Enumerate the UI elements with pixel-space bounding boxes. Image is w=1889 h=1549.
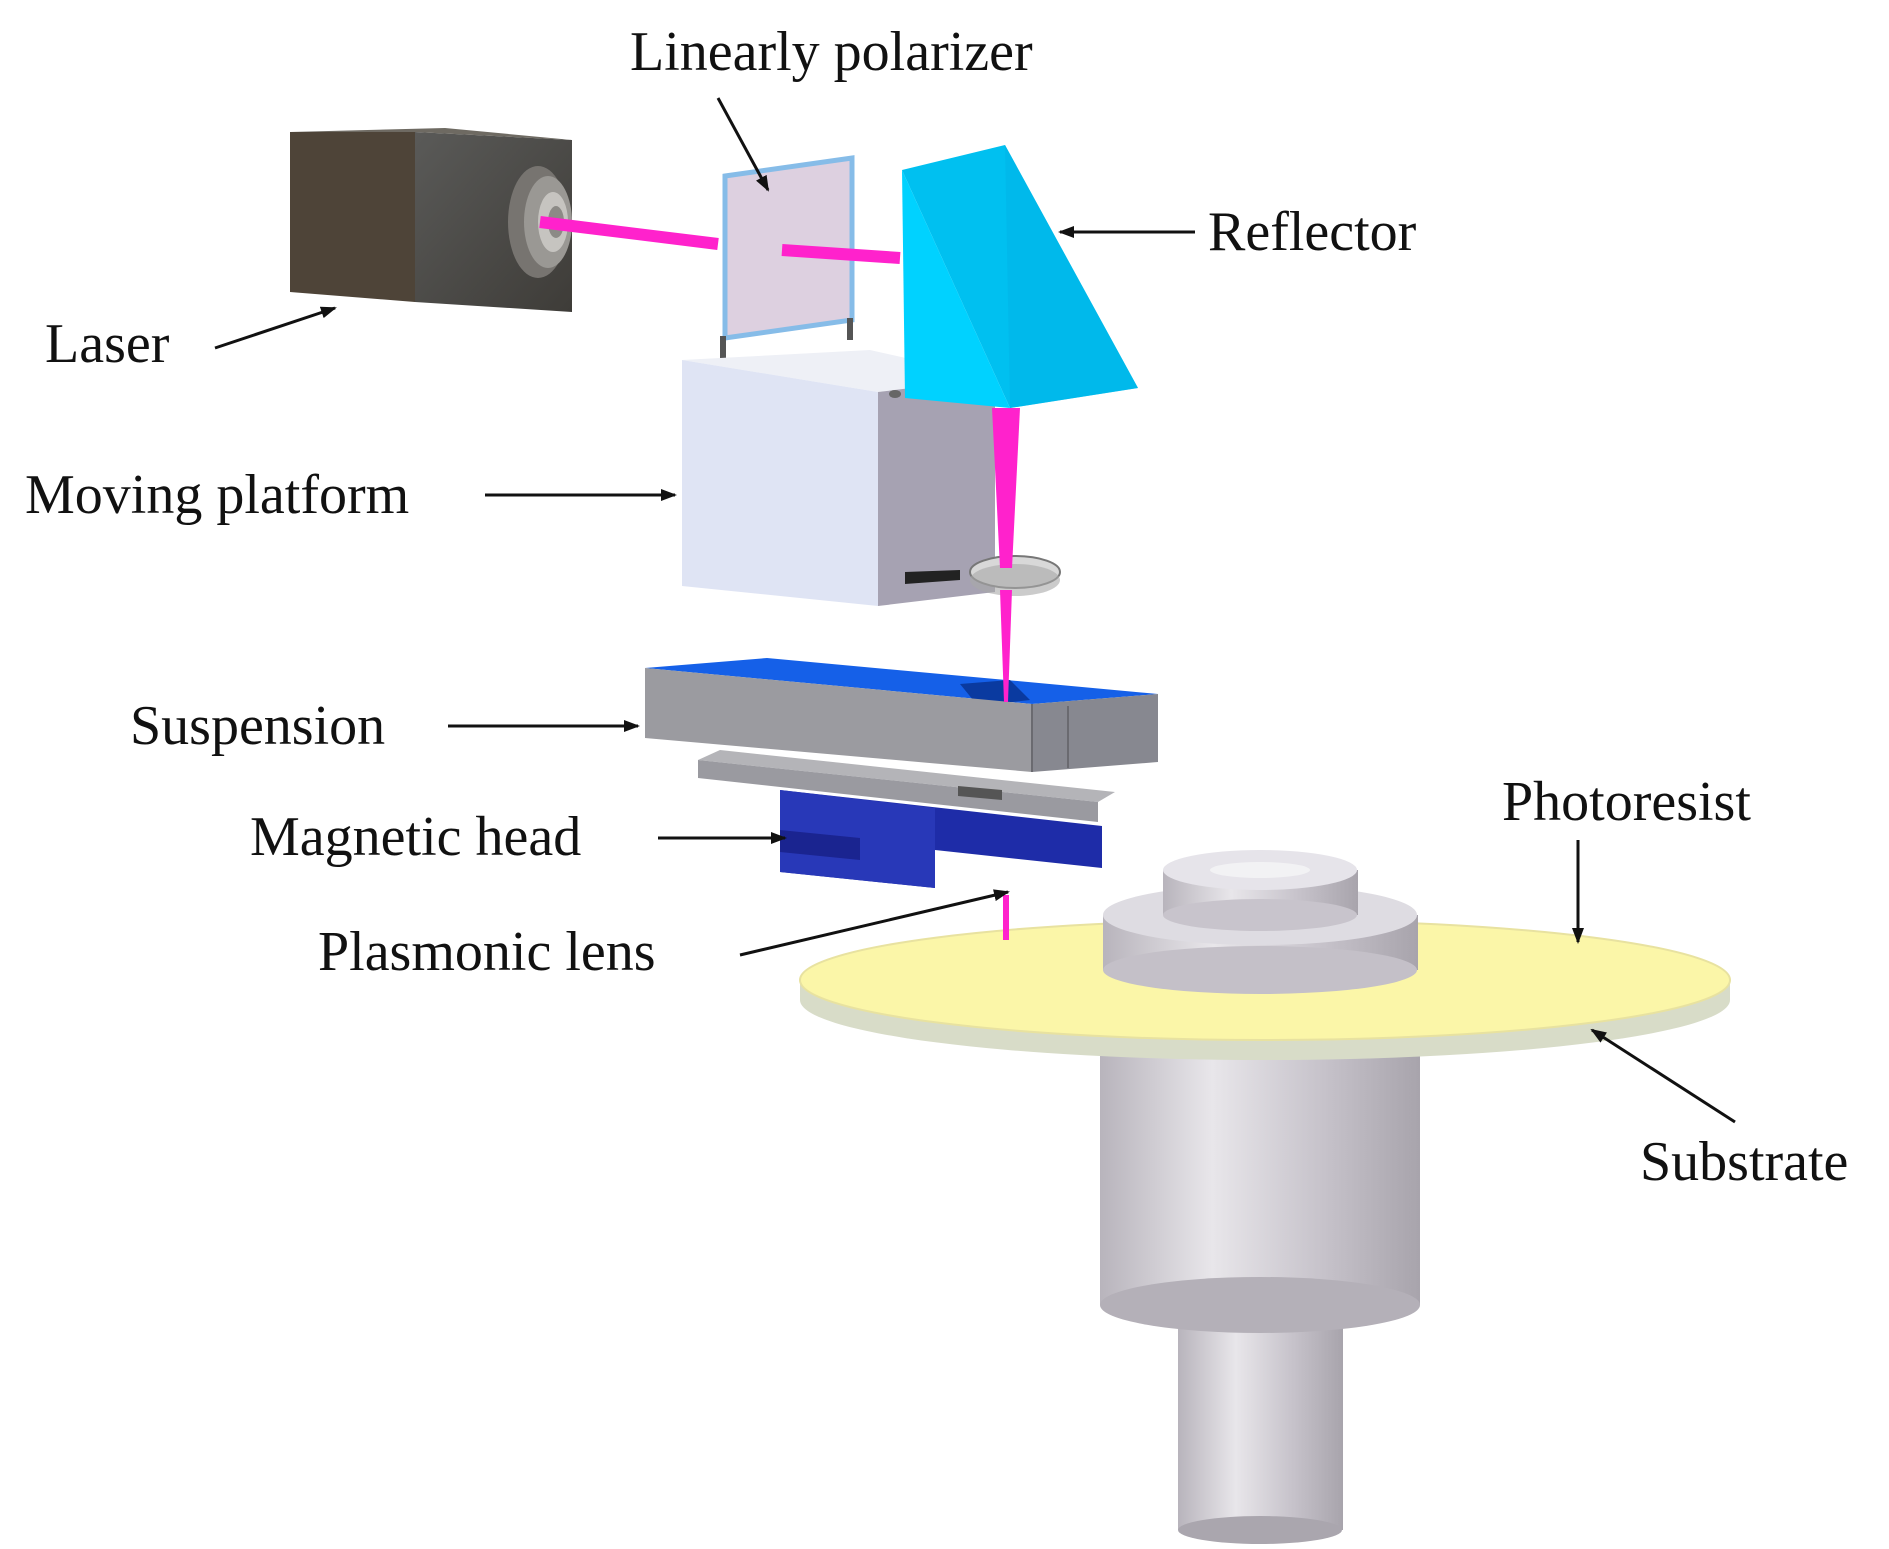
laser-beam xyxy=(539,216,1020,940)
label-substrate: Substrate xyxy=(1640,1131,1848,1193)
reflector-prism xyxy=(902,145,1138,408)
label-magnetic-head: Magnetic head xyxy=(250,806,581,868)
arrow-substrate xyxy=(1590,1028,1736,1124)
label-reflector: Reflector xyxy=(1208,201,1417,263)
suspension xyxy=(645,658,1158,772)
arrow-polarizer xyxy=(716,97,770,192)
arrow-laser xyxy=(214,306,337,350)
label-laser: Laser xyxy=(45,313,170,375)
label-photoresist: Photoresist xyxy=(1502,771,1751,833)
magnetic-head xyxy=(698,750,1115,888)
label-linearly-polarizer: Linearly polarizer xyxy=(630,21,1033,83)
label-moving-platform: Moving platform xyxy=(25,464,409,526)
label-plasmonic-lens: Plasmonic lens xyxy=(318,921,656,983)
arrow-plasmonic-lens xyxy=(739,889,1010,957)
laser-device xyxy=(290,128,572,312)
spindle-upper xyxy=(1103,850,1418,994)
spindle xyxy=(1100,1040,1420,1544)
label-suspension: Suspension xyxy=(130,695,385,757)
